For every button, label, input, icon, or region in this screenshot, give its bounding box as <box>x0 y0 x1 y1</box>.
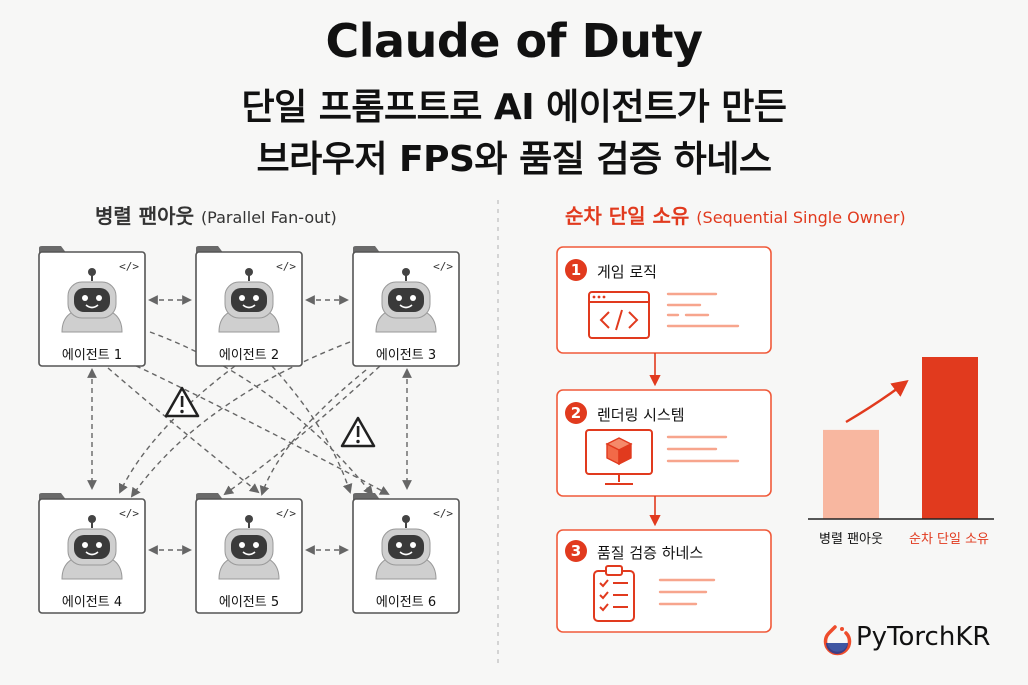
page-title: Claude of Duty <box>325 14 704 68</box>
brand-name: PyTorchKR <box>856 622 991 652</box>
agent-folder: </> <box>38 493 146 614</box>
monitor-icon <box>585 429 653 485</box>
chart-bar <box>823 429 879 519</box>
left-section-title: 병렬 팬아웃 (Parallel Fan-out) <box>95 200 337 229</box>
page-subtitle-line1: 단일 프롬프트로 AI 에이전트가 만든 <box>241 87 787 128</box>
bar-label: 순차 단일 소유 <box>908 532 990 547</box>
step-number: 3 <box>565 540 587 562</box>
agent-connections <box>87 295 412 555</box>
bar-label: 병렬 팬아웃 <box>819 532 883 547</box>
page-subtitle-line2: 브라우저 FPS와 품질 검증 하네스 <box>256 139 772 180</box>
agent-label: 에이전트 6 <box>375 595 437 610</box>
code-tag-icon: </> <box>119 260 139 273</box>
right-title-ko: 순차 단일 소유 <box>565 204 690 228</box>
code-tag-icon: </> <box>119 507 139 520</box>
chart-bar <box>922 357 978 519</box>
agent-folder: </> <box>38 246 146 367</box>
warning-icon <box>164 386 200 418</box>
agent-folder: </> <box>195 246 303 367</box>
left-title-ko: 병렬 팬아웃 <box>95 204 194 228</box>
warning-icon <box>340 416 376 448</box>
step-title: 품질 검증 하네스 <box>597 544 704 562</box>
step-number: 1 <box>565 259 587 281</box>
step-title: 렌더링 시스템 <box>597 406 685 424</box>
agent-folder: </> <box>195 493 303 614</box>
code-tag-icon: </> <box>276 507 296 520</box>
cube-icon <box>605 437 633 466</box>
step-title: 게임 로직 <box>597 263 657 281</box>
step-number: 2 <box>565 402 587 424</box>
agent-folder: </> <box>352 246 460 367</box>
code-tag-icon: </> <box>433 260 453 273</box>
right-title-en: (Sequential Single Owner) <box>696 208 906 227</box>
code-tag-icon: </> <box>433 507 453 520</box>
agent-label: 에이전트 1 <box>61 348 123 363</box>
comparison-chart <box>823 357 978 519</box>
growth-arrow <box>845 379 909 424</box>
agent-label: 에이전트 3 <box>375 348 437 363</box>
agent-folder: </> <box>352 493 460 614</box>
agent-label: 에이전트 2 <box>218 348 280 363</box>
code-tag-icon: </> <box>276 260 296 273</box>
text-placeholder-lines <box>658 292 740 606</box>
code-window-icon <box>588 291 650 339</box>
agent-label: 에이전트 4 <box>61 595 123 610</box>
agent-folders: </> </> </> </> </> </> <box>38 246 460 614</box>
clipboard-icon <box>593 565 635 622</box>
pytorch-logo-icon <box>823 625 852 656</box>
right-section-title: 순차 단일 소유 (Sequential Single Owner) <box>565 200 906 229</box>
left-title-en: (Parallel Fan-out) <box>200 208 337 227</box>
agent-label: 에이전트 5 <box>218 595 280 610</box>
